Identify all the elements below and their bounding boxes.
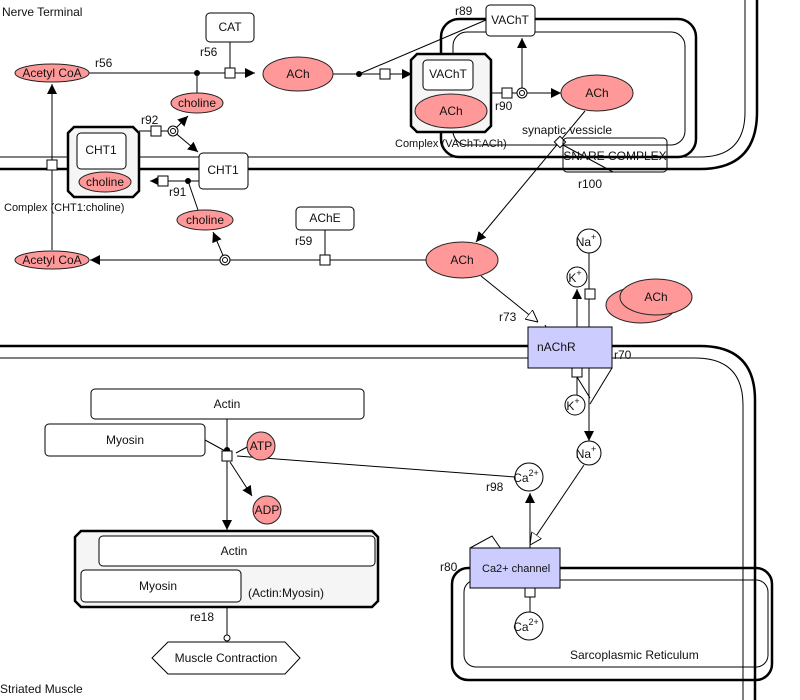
- species-muscle-contraction[interactable]: Muscle Contraction: [151, 641, 301, 675]
- species-choline[interactable]: choline: [170, 92, 224, 114]
- complex-cht1-choline-label: Complex (CHT1:choline): [4, 202, 124, 214]
- svg-text:ACh: ACh: [644, 290, 667, 304]
- svg-text:Myosin: Myosin: [106, 433, 144, 447]
- reaction-label: r98: [486, 480, 504, 494]
- svg-text:Actin: Actin: [214, 397, 241, 411]
- compartment-label: Striated Muscle: [0, 682, 83, 696]
- reaction-label: r80: [440, 560, 458, 574]
- reaction-label: r92: [141, 113, 159, 127]
- svg-text:Na+: Na+: [576, 232, 597, 249]
- svg-text:CAT: CAT: [218, 20, 242, 34]
- species-nachr-channel[interactable]: nAChR: [527, 326, 613, 369]
- svg-text:ACh: ACh: [450, 253, 473, 267]
- reaction-label: r100: [578, 177, 602, 191]
- svg-text:ACh: ACh: [286, 67, 309, 81]
- species-cht1[interactable]: CHT1: [198, 152, 249, 190]
- svg-text:ACh: ACh: [439, 104, 462, 118]
- svg-text:Ca2+ channel: Ca2+ channel: [482, 563, 550, 575]
- species-ach-bound[interactable]: ACh: [605, 278, 693, 324]
- svg-text:choline: choline: [178, 96, 216, 110]
- svg-text:AChE: AChE: [309, 211, 340, 225]
- compartment-label: Sarcoplasmic Reticulum: [570, 648, 699, 662]
- svg-text:ATP: ATP: [250, 439, 272, 453]
- complex-actin-myosin[interactable]: Actin Myosin (Actin:Myosin): [73, 529, 380, 609]
- svg-text:Ca2+: Ca2+: [513, 468, 539, 485]
- compartment-sarcoplasmic-reticulum[interactable]: Sarcoplasmic Reticulum: [450, 566, 774, 682]
- species-adp[interactable]: ADP: [252, 495, 282, 525]
- svg-text:VAChT: VAChT: [429, 67, 467, 81]
- reaction-label: r59: [295, 234, 313, 248]
- svg-text:K+: K+: [566, 396, 579, 413]
- complex-vacht-ach-label: Complex (VAChT:ACh): [395, 138, 507, 150]
- species-atp[interactable]: ATP: [246, 431, 276, 461]
- reaction-label: r70: [614, 348, 632, 362]
- compartment-label: synaptic vessicle: [522, 123, 612, 137]
- species-snare-complex[interactable]: SNARE COMPLEX: [562, 137, 668, 173]
- species-cat[interactable]: CAT: [205, 12, 255, 43]
- reaction-label: r90: [495, 99, 513, 113]
- reaction-label: r73: [499, 310, 517, 324]
- species-na-ion[interactable]: Na+: [576, 440, 602, 466]
- species-actin[interactable]: Actin: [90, 388, 365, 420]
- svg-text:nAChR: nAChR: [537, 340, 576, 354]
- species-k-ion[interactable]: K+: [566, 266, 588, 288]
- species-ca-ion[interactable]: Ca2+: [513, 462, 544, 492]
- species-na-ion[interactable]: Na+: [576, 228, 602, 254]
- complex-actin-myosin-label: (Actin:Myosin): [248, 586, 324, 600]
- species-choline[interactable]: choline: [176, 209, 234, 231]
- complex-cht1-choline[interactable]: CHT1 choline: [66, 125, 141, 199]
- reaction-label: r91: [169, 185, 187, 199]
- svg-text:CHT1: CHT1: [207, 163, 239, 177]
- species-ca-ion-sr[interactable]: Ca2+: [513, 611, 544, 641]
- species-vacht[interactable]: VAChT: [485, 4, 536, 37]
- svg-text:VAChT: VAChT: [491, 13, 529, 27]
- svg-text:ACh: ACh: [585, 86, 608, 100]
- svg-text:K+: K+: [568, 268, 581, 285]
- species-ach[interactable]: ACh: [560, 74, 634, 112]
- svg-text:SNARE COMPLEX: SNARE COMPLEX: [563, 149, 666, 163]
- species-ca-channel[interactable]: Ca2+ channel: [469, 547, 561, 589]
- svg-text:CHT1: CHT1: [85, 143, 117, 157]
- species-acetyl-coa[interactable]: Acetyl CoA: [14, 250, 90, 270]
- svg-text:Acetyl CoA: Acetyl CoA: [22, 66, 81, 80]
- reaction-label: r89: [455, 4, 473, 18]
- compartment-label: Nerve Terminal: [2, 5, 82, 19]
- svg-text:Na+: Na+: [576, 444, 597, 461]
- svg-text:Ca2+: Ca2+: [513, 617, 539, 634]
- species-ache[interactable]: AChE: [295, 206, 355, 231]
- svg-text:Muscle Contraction: Muscle Contraction: [175, 651, 278, 665]
- reaction-label: re18: [190, 610, 214, 624]
- species-acetyl-coa[interactable]: Acetyl CoA: [14, 63, 90, 83]
- svg-text:Acetyl CoA: Acetyl CoA: [22, 253, 81, 267]
- svg-text:Myosin: Myosin: [139, 579, 177, 593]
- svg-text:choline: choline: [186, 213, 224, 227]
- svg-text:ADP: ADP: [255, 503, 280, 517]
- species-ach[interactable]: ACh: [262, 56, 334, 92]
- reaction-label: r56: [200, 45, 218, 59]
- svg-text:choline: choline: [86, 175, 124, 189]
- species-ach-cleft[interactable]: ACh: [425, 241, 499, 279]
- species-myosin[interactable]: Myosin: [44, 423, 206, 457]
- compartment-striated-muscle[interactable]: Striated Muscle: [0, 344, 757, 700]
- complex-vacht-ach[interactable]: VAChT ACh: [409, 52, 493, 134]
- reaction-label: r56: [95, 56, 113, 70]
- species-k-ion[interactable]: K+: [564, 394, 586, 416]
- svg-text:Actin: Actin: [221, 544, 248, 558]
- reaction-labels: r56 r56 r92 r91 r59 r89 r90 r100 r73 r70…: [95, 4, 632, 624]
- compartment-nerve-terminal[interactable]: Nerve Terminal: [0, 0, 759, 171]
